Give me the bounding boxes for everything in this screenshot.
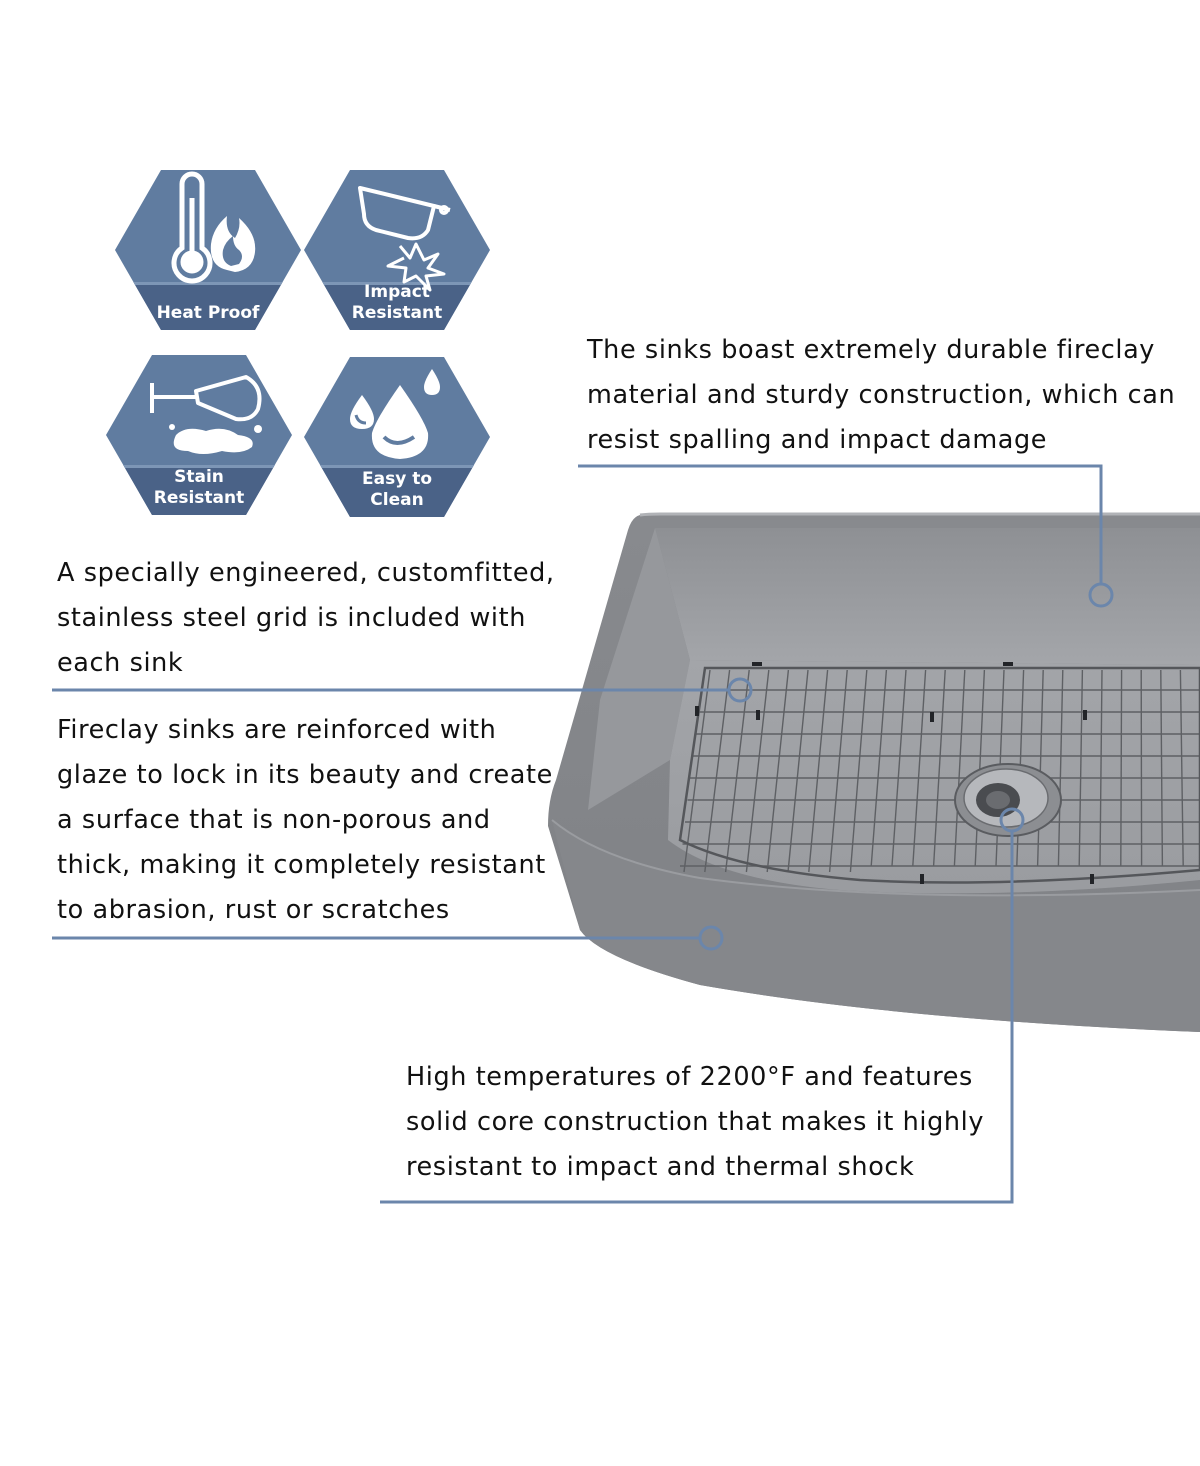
badge-label-line: Resistant xyxy=(153,488,245,508)
badge-easy-to-clean: Easy to Clean xyxy=(304,357,490,517)
badge-label-line: Heat Proof xyxy=(156,303,260,323)
grid-wire xyxy=(1179,669,1184,867)
leader-lines xyxy=(52,464,1114,1204)
drain-strainer xyxy=(954,763,1062,837)
callout-line: solid core construction that makes it hi… xyxy=(406,1107,985,1137)
thermometer-flame-icon xyxy=(171,171,256,284)
callout-line: stainless steel grid is included with xyxy=(57,603,526,633)
callout-high-temperature: High temperatures of 2200°F and features… xyxy=(406,1055,984,1190)
grid-clips xyxy=(695,662,1094,884)
callout-line: a surface that is non-porous and xyxy=(57,805,491,835)
callout-durable-fireclay: The sinks boast extremely durable firecl… xyxy=(587,328,1175,463)
grid-wire xyxy=(891,669,907,867)
callout-line: Fireclay sinks are reinforced with xyxy=(57,715,497,745)
badge-label-line: Easy to xyxy=(361,469,432,489)
callout-line: to abrasion, rust or scratches xyxy=(57,895,450,925)
grid-wire xyxy=(828,669,848,873)
badge-label-line: Impact xyxy=(364,282,430,302)
badge-label-line: Resistant xyxy=(351,303,443,323)
callout-line: High temperatures of 2200°F and features xyxy=(406,1062,973,1092)
grid-wire xyxy=(766,669,790,873)
grid-wire xyxy=(704,669,731,873)
callout-line: resist spalling and impact damage xyxy=(587,425,1048,455)
grid-wire xyxy=(870,669,888,867)
callout-stainless-grid: A specially engineered, customfitted, st… xyxy=(57,551,555,686)
grid-wire xyxy=(808,669,829,873)
callout-line: thick, making it completely resistant xyxy=(57,850,546,880)
callout-line: glaze to lock in its beauty and create xyxy=(57,760,553,790)
grid-wire xyxy=(787,669,809,873)
callout-glaze: Fireclay sinks are reinforced with glaze… xyxy=(57,708,553,933)
grid-wire xyxy=(932,669,946,867)
callout-line: A specially engineered, customfitted, xyxy=(57,558,555,588)
water-drops-icon xyxy=(350,369,440,459)
grid-wire xyxy=(1120,669,1123,867)
grid-wire xyxy=(1036,669,1044,867)
grid-wire xyxy=(1099,669,1103,867)
grid-wire xyxy=(912,669,927,867)
sink-apron xyxy=(552,820,1200,1032)
pot-impact-icon xyxy=(358,186,451,292)
badge-impact-resistant: Impact Resistant xyxy=(304,170,490,330)
callout-line: The sinks boast extremely durable firecl… xyxy=(587,335,1155,365)
badge-stain-resistant: Stain Resistant xyxy=(106,355,292,515)
grid-wire xyxy=(724,669,750,873)
callout-line: each sink xyxy=(57,648,184,678)
grid-wire xyxy=(953,669,966,867)
sink-basin xyxy=(668,660,1200,894)
grid-wire xyxy=(1057,669,1064,867)
grid-wire xyxy=(849,669,868,873)
callout-line: resistant to impact and thermal shock xyxy=(406,1152,915,1182)
stainless-grid xyxy=(680,669,1200,873)
badge-label-line: Clean xyxy=(370,490,424,510)
wine-glass-spill-icon xyxy=(150,375,262,422)
badge-label-line: Stain xyxy=(174,467,224,487)
sink-back-wall xyxy=(655,528,1200,665)
grid-wire xyxy=(974,669,986,867)
badge-heat-proof: Heat Proof xyxy=(115,170,301,330)
callout-line: material and sturdy construction, which … xyxy=(587,380,1176,410)
grid-wire xyxy=(1078,669,1084,867)
grid-wire xyxy=(745,669,770,873)
grid-wire xyxy=(683,669,711,873)
grid-wire xyxy=(1160,669,1164,867)
